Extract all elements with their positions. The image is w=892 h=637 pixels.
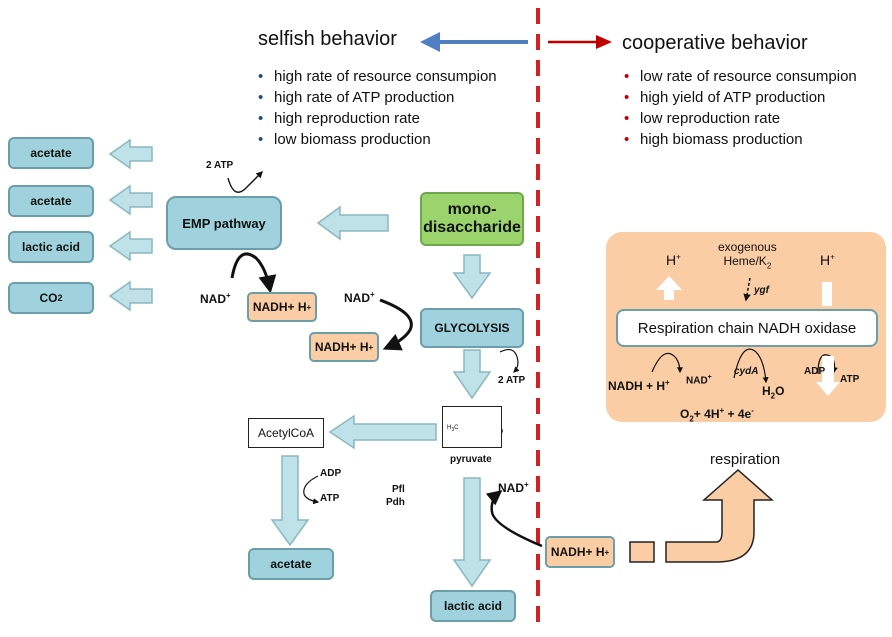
mono-line1: mono- bbox=[447, 201, 497, 218]
arrow-to-acetate-2 bbox=[108, 184, 153, 216]
product-acetate-2: acetate bbox=[8, 185, 94, 217]
respiration-chain: Respiration chain NADH oxidase bbox=[616, 309, 878, 347]
arrow-pyruvate-to-lactic bbox=[452, 477, 492, 588]
glycolysis: GLYCOLYSIS bbox=[420, 308, 524, 348]
arrow-acetylcoa-to-acetate bbox=[270, 455, 310, 547]
arrow-mono-to-emp bbox=[316, 205, 389, 241]
resp-cyda: cydA bbox=[734, 366, 759, 377]
mono-disaccharide: mono- disaccharide bbox=[420, 192, 524, 246]
arrow-mono-to-glycolysis bbox=[452, 254, 492, 300]
enzyme-pfl: Pfl bbox=[392, 484, 405, 495]
selfish-point: high reproduction rate bbox=[256, 108, 497, 129]
pyruvate-formula: H3C bbox=[447, 425, 459, 434]
cooperative-point: low reproduction rate bbox=[622, 108, 857, 129]
glycolysis-atp-label: 2 ATP bbox=[498, 375, 526, 386]
arrow-to-acetate-1 bbox=[108, 138, 153, 170]
resp-atp: ATP bbox=[840, 374, 860, 385]
selfish-point: high rate of ATP production bbox=[256, 87, 497, 108]
pyruvate-label: pyruvate bbox=[450, 454, 492, 465]
lactic-nad-curve bbox=[485, 490, 543, 548]
glycolysis-nad-label: NAD+ bbox=[344, 290, 375, 305]
product-acetate-bottom: acetate bbox=[248, 548, 334, 580]
selfish-point: low biomass production bbox=[256, 129, 497, 150]
acetylcoa: AcetylCoA bbox=[248, 418, 324, 448]
cooperative-list: low rate of resource consumpion high yie… bbox=[622, 66, 857, 150]
resp-nadh-text: NADH+ H bbox=[550, 545, 605, 559]
glycolysis-nadh-text: NADH+ H bbox=[314, 340, 369, 354]
selfish-arrow-head bbox=[420, 32, 440, 52]
resp-dash bbox=[629, 541, 655, 563]
resp-h-right: H+ bbox=[820, 252, 835, 268]
mono-line2: disaccharide bbox=[423, 219, 521, 236]
lactic-nad-label: NAD+ bbox=[498, 480, 529, 495]
arrow-to-co2 bbox=[108, 280, 153, 312]
glycolysis-nad-curve bbox=[379, 298, 413, 351]
glycolysis-nadh: NADH+ H+ bbox=[309, 332, 379, 362]
emp-nad-label: NAD+ bbox=[200, 291, 231, 306]
cooperative-point: high biomass production bbox=[622, 129, 857, 150]
exo-line2: Heme/K2 bbox=[723, 254, 772, 271]
pyruvate-box: H3C bbox=[442, 406, 502, 448]
emp-nadh: NADH+ H+ bbox=[247, 292, 317, 322]
cooperative-point: low rate of resource consumpion bbox=[622, 66, 857, 87]
selfish-header: selfish behavior bbox=[258, 28, 397, 50]
resp-h-left: H+ bbox=[666, 252, 681, 268]
resp-nadh-label: NADH + H+ bbox=[608, 378, 670, 393]
co2-label: CO bbox=[39, 291, 58, 305]
product-lactic-acid: lactic acid bbox=[8, 231, 94, 263]
cooperative-arrow-head bbox=[596, 35, 612, 49]
acetyl-atp-label: ATP bbox=[320, 493, 340, 504]
emp-nad-curve bbox=[230, 252, 277, 294]
acetyl-adp-label: ADP bbox=[320, 468, 342, 479]
exo-line1: exogenous bbox=[718, 240, 777, 254]
emp-atp-label: 2 ATP bbox=[206, 160, 234, 171]
resp-h2o: H2O bbox=[762, 384, 785, 401]
arrow-to-lactic-acid bbox=[108, 230, 153, 262]
cooperative-point: high yield of ATP production bbox=[622, 87, 857, 108]
emp-pathway: EMP pathway bbox=[166, 196, 282, 250]
resp-adp: ADP bbox=[804, 366, 826, 377]
resp-ygf: ygf bbox=[754, 285, 769, 296]
respiration-label: respiration bbox=[710, 451, 781, 468]
arrow-pyruvate-to-acetylcoa bbox=[328, 414, 437, 450]
emp-nadh-text: NADH+ H bbox=[252, 300, 307, 314]
co2-sub: 2 bbox=[57, 293, 63, 303]
lactic-nad-text: NAD bbox=[498, 481, 524, 495]
cooperative-header: cooperative behavior bbox=[622, 32, 808, 54]
acetyl-adp-curve bbox=[303, 475, 320, 505]
resp-nadh: NADH+ H+ bbox=[545, 536, 615, 568]
arrow-glycolysis-to-pyruvate bbox=[452, 349, 492, 400]
emp-nad-text: NAD bbox=[200, 292, 226, 306]
emp-atp-curve bbox=[227, 171, 263, 193]
selfish-point: high rate of resource consumpion bbox=[256, 66, 497, 87]
resp-nad-label: NAD+ bbox=[686, 374, 712, 387]
product-acetate-1: acetate bbox=[8, 137, 94, 169]
resp-arrow bbox=[665, 468, 774, 563]
glycolysis-nad-text: NAD bbox=[344, 291, 370, 305]
resp-o2-equation: O2+ 4H+ + 4e- bbox=[680, 406, 754, 424]
selfish-list: high rate of resource consumpion high ra… bbox=[256, 66, 497, 150]
product-lactic-acid-bottom: lactic acid bbox=[430, 590, 516, 622]
enzyme-pdh: Pdh bbox=[386, 497, 405, 508]
resp-exogenous: exogenous Heme/K2 bbox=[718, 240, 777, 270]
glycolysis-atp-curve bbox=[499, 349, 520, 373]
